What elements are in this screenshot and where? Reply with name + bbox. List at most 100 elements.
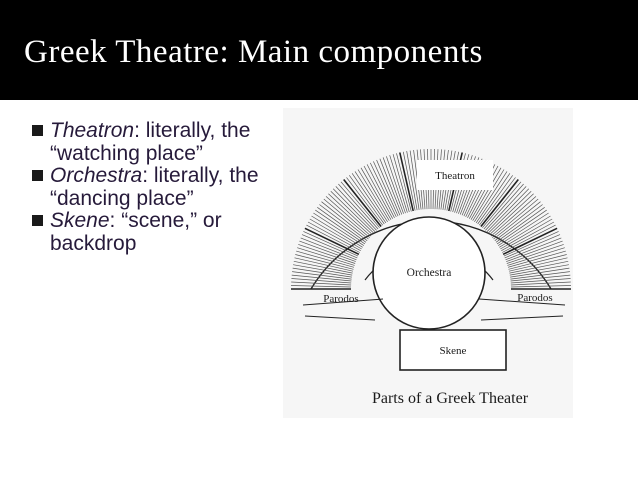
parodos-left-line-top — [302, 298, 384, 306]
label-theatron: Theatron — [435, 170, 475, 182]
seat-row-line — [382, 157, 404, 214]
seat-row-line — [307, 221, 361, 252]
square-bullet-icon — [32, 170, 43, 181]
seating-section — [306, 181, 380, 253]
seat-row-line — [392, 154, 410, 213]
seat-row-line — [507, 250, 566, 268]
seat-row-line — [488, 190, 532, 234]
seat-row-line — [291, 274, 352, 282]
seat-row-line — [510, 278, 571, 284]
aisle-line — [304, 227, 360, 256]
theatron-label-box — [417, 160, 493, 190]
seat-row-line — [474, 171, 508, 222]
seat-row-line — [313, 212, 364, 246]
bullet-text: : “scene,” or backdrop — [50, 209, 222, 255]
seat-row-line — [351, 173, 387, 224]
seat-row-line — [386, 156, 406, 214]
parodos-right-line-bottom — [480, 315, 564, 321]
seat-row-line — [470, 167, 502, 220]
orchestra-circle — [372, 216, 486, 330]
seat-row-line — [338, 183, 379, 230]
seat-row-line — [349, 175, 385, 225]
skene-box — [399, 329, 507, 371]
seat-row-line — [389, 155, 408, 213]
seat-row-line — [297, 247, 355, 266]
label-skene: Skene — [440, 345, 467, 357]
label-parodos-left: Parodos — [323, 293, 358, 305]
bullet-text: : literally, the “watching place” — [50, 119, 251, 165]
seat-row-line — [323, 198, 370, 238]
seat-row-line — [379, 158, 403, 215]
seating-section — [290, 231, 359, 288]
seat-row-line — [319, 204, 368, 241]
seat-row-line — [509, 260, 569, 274]
seat-row-line — [505, 237, 562, 261]
seating-section — [503, 231, 572, 288]
seat-row-line — [509, 264, 569, 276]
seat-row-line — [498, 212, 549, 246]
theater-diagram-svg: Theatron Orchestra Parodos Parodos Skene… — [290, 148, 572, 407]
parodos-right-line-top — [478, 298, 566, 306]
seat-row-line — [493, 201, 541, 240]
seat-row-line — [293, 260, 353, 274]
label-parodos-right: Parodos — [517, 292, 552, 304]
label-orchestra: Orchestra — [407, 267, 452, 279]
seat-row-line — [311, 215, 363, 248]
bullet-term: Theatron — [50, 119, 135, 142]
seat-row-line — [510, 271, 570, 280]
seat-row-line — [340, 181, 380, 228]
seating-section — [346, 153, 412, 226]
seat-row-line — [409, 150, 420, 210]
seat-row-line — [504, 234, 561, 259]
seat-row-line — [354, 171, 388, 222]
seat-row-line — [321, 201, 369, 240]
seat-row-line — [486, 188, 530, 232]
seat-row-line — [330, 190, 374, 234]
seat-row-line — [294, 257, 354, 272]
seat-row-line — [315, 209, 366, 245]
seat-row-line — [495, 207, 545, 243]
seat-row-line — [501, 221, 555, 252]
seat-row-line — [510, 285, 572, 288]
aisle-line — [502, 227, 558, 256]
title-bar: Greek Theatre: Main components — [0, 0, 638, 100]
seat-row-line — [300, 237, 357, 261]
seat-row-line — [503, 231, 559, 257]
seat-row-line — [317, 207, 367, 243]
aisle-line — [480, 179, 519, 227]
square-bullet-icon — [32, 215, 43, 226]
seating-section — [482, 181, 556, 253]
bullet-orchestra: Orchestra: literally, the “dancing place… — [32, 164, 282, 210]
seat-row-line — [296, 250, 355, 268]
seat-row-line — [396, 153, 412, 212]
seat-row-line — [369, 162, 397, 218]
seat-row-line — [507, 247, 565, 266]
seat-row-line — [485, 186, 527, 231]
bullet-term: Orchestra — [50, 164, 143, 187]
theater-diagram: Theatron Orchestra Parodos Parodos Skene… — [283, 108, 573, 418]
seat-row-line — [475, 173, 511, 224]
bullet-text: : literally, the “dancing place” — [50, 164, 259, 210]
seat-row-line — [510, 274, 571, 282]
seat-row-line — [510, 281, 571, 286]
seat-row-line — [506, 244, 564, 264]
seat-row-line — [309, 218, 362, 250]
seat-row-line — [373, 161, 399, 217]
parodos-left-line-bottom — [304, 315, 376, 321]
seat-row-line — [291, 278, 352, 284]
seat-row-line — [306, 224, 360, 253]
aisle-line — [343, 179, 382, 227]
seat-row-line — [301, 234, 358, 259]
seat-row-line — [489, 193, 534, 235]
bullet-list: Theatron: literally, the “watching place… — [32, 119, 282, 255]
seat-row-line — [510, 267, 570, 278]
bullet-theatron: Theatron: literally, the “watching place… — [32, 119, 282, 165]
seat-row-line — [500, 218, 553, 250]
seat-row-line — [508, 257, 568, 272]
square-bullet-icon — [32, 125, 43, 136]
seat-row-line — [482, 181, 522, 228]
bullet-term: Skene — [50, 209, 110, 232]
seat-row-line — [298, 244, 356, 264]
slide-title: Greek Theatre: Main components — [24, 34, 483, 70]
seat-row-line — [479, 177, 516, 226]
